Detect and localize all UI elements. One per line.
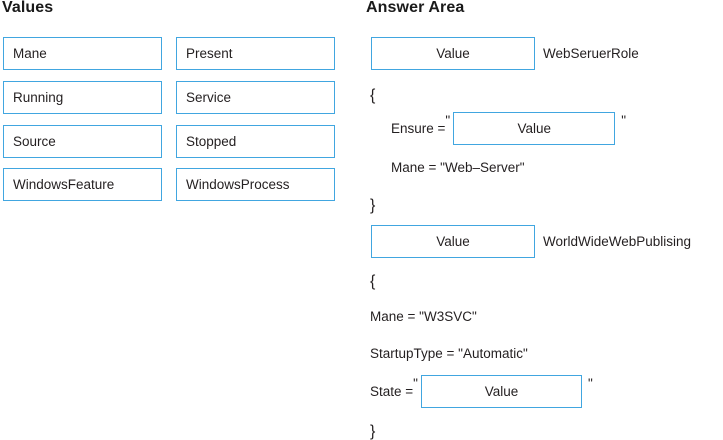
answer-area-heading: Answer Area (366, 0, 465, 16)
block-2-open-brace: { (370, 273, 376, 290)
quote-open-state: " (413, 376, 418, 391)
property-row-ensure: Ensure = " Value " (391, 112, 626, 145)
value-token-windowsprocess[interactable]: WindowsProcess (176, 168, 335, 201)
quote-close-state: " (587, 376, 593, 391)
value-token-service[interactable]: Service (176, 81, 335, 114)
value-token-stopped[interactable]: Stopped (176, 125, 335, 158)
property-line-mane-w3svc: Mane = "W3SVC" (370, 309, 477, 324)
block-1-close-brace: } (370, 197, 376, 214)
value-token-windowsfeature[interactable]: WindowsFeature (3, 168, 162, 201)
property-row-state: State = " Value " (370, 375, 593, 408)
values-panel-heading: Values (2, 0, 54, 16)
property-line-mane-webserver: Mane = "Web–Server" (391, 160, 525, 175)
quote-open-ensure: " (445, 113, 451, 128)
value-token-running[interactable]: Running (3, 81, 162, 114)
resource-label-worldwidewebpublising: WorldWideWebPublising (543, 234, 692, 249)
value-token-source[interactable]: Source (3, 125, 162, 158)
block-2-close-brace: } (370, 423, 376, 440)
drop-target-resource-type-1[interactable]: Value (371, 37, 535, 70)
value-token-present[interactable]: Present (176, 37, 335, 70)
resource-label-webserverrole: WebSeruerRole (543, 46, 639, 61)
drop-target-resource-type-2[interactable]: Value (371, 225, 535, 258)
property-name-ensure: Ensure = (391, 120, 446, 136)
quote-close-ensure: " (621, 113, 627, 128)
block-1-open-brace: { (370, 87, 376, 104)
property-name-state: State = (370, 383, 414, 399)
value-token-mane[interactable]: Mane (3, 37, 162, 70)
drop-target-state-value[interactable]: Value (420, 375, 582, 408)
drop-target-ensure-value[interactable]: Value (453, 112, 616, 145)
property-line-startuptype: StartupType = "Automatic" (370, 346, 528, 361)
